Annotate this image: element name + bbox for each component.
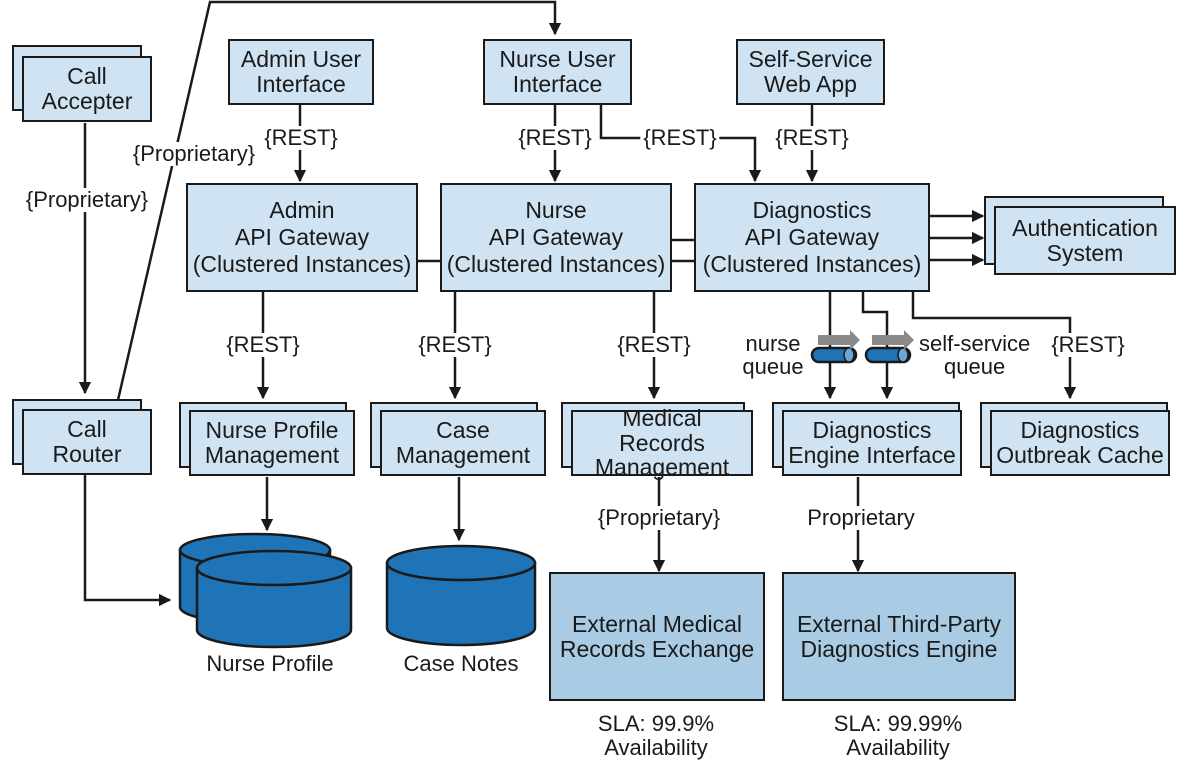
nurse-user-interface-box: Nurse User Interface xyxy=(483,39,632,105)
external-medical-records-exchange-box: External Medical Records Exchange xyxy=(549,572,765,701)
arrow-diag-gw-to-cache xyxy=(911,291,1077,400)
call-accepter-box: Call Accepter xyxy=(22,56,152,122)
case-notes-caption: Case Notes xyxy=(403,650,519,676)
label-proprietary-medical: {Proprietary} xyxy=(594,506,724,530)
label-proprietary-accepter-router: {Proprietary} xyxy=(22,188,152,212)
nurse-profile-caption: Nurse Profile xyxy=(206,650,334,676)
admin-user-interface-box: Admin User Interface xyxy=(228,39,374,105)
sla-diagnostics-engine: SLA: 99.99% Availability xyxy=(833,710,963,760)
label-rest-outbreak-cache: {REST} xyxy=(1048,333,1128,357)
external-diagnostics-engine-box: External Third-Party Diagnostics Engine xyxy=(782,572,1016,701)
case-database-label: Case Database xyxy=(411,587,509,636)
label-rest-case: {REST} xyxy=(415,333,495,357)
admin-api-gateway-box: Admin API Gateway (Clustered Instances) xyxy=(186,183,418,292)
nurse-profile-management-box: Nurse Profile Management xyxy=(189,410,355,476)
label-rest-nurse-ui-to-diag: {REST} xyxy=(640,126,720,150)
arrow-router-to-nurse-db xyxy=(83,472,172,607)
diagnostics-api-gateway-box: Diagnostics API Gateway (Clustered Insta… xyxy=(694,183,930,292)
self-service-web-app-box: Self-Service Web App xyxy=(736,39,885,105)
label-rest-nurse-profile: {REST} xyxy=(223,333,303,357)
label-proprietary-engine: Proprietary xyxy=(804,506,918,530)
nurse-profile-database-label: Nurse Profile Database xyxy=(203,587,341,636)
label-self-service-queue: self-service queue xyxy=(919,330,1031,379)
diagnostics-engine-interface-box: Diagnostics Engine Interface xyxy=(782,410,962,476)
label-rest-selfservice: {REST} xyxy=(772,126,852,150)
arrow-diag-gw-selfservice-queue xyxy=(861,291,894,400)
nurse-api-gateway-box: Nurse API Gateway (Clustered Instances) xyxy=(440,183,672,292)
label-rest-medical: {REST} xyxy=(614,333,694,357)
label-proprietary-router-nurse-ui: {Proprietary} xyxy=(129,142,259,166)
diagnostics-outbreak-cache-box: Diagnostics Outbreak Cache xyxy=(990,410,1170,476)
arrow-router-to-nurse-ui xyxy=(116,0,562,401)
medical-records-management-box: Medical Records Management xyxy=(571,405,753,480)
call-router-box: Call Router xyxy=(22,409,152,475)
label-nurse-queue: nurse queue xyxy=(742,330,804,379)
label-rest-admin-ui: {REST} xyxy=(261,126,341,150)
label-rest-nurse-ui: {REST} xyxy=(515,126,595,150)
sla-medical-records: SLA: 99.9% Availability xyxy=(597,710,715,760)
authentication-system-box: Authentication System xyxy=(994,206,1176,275)
case-management-box: Case Management xyxy=(380,410,546,476)
